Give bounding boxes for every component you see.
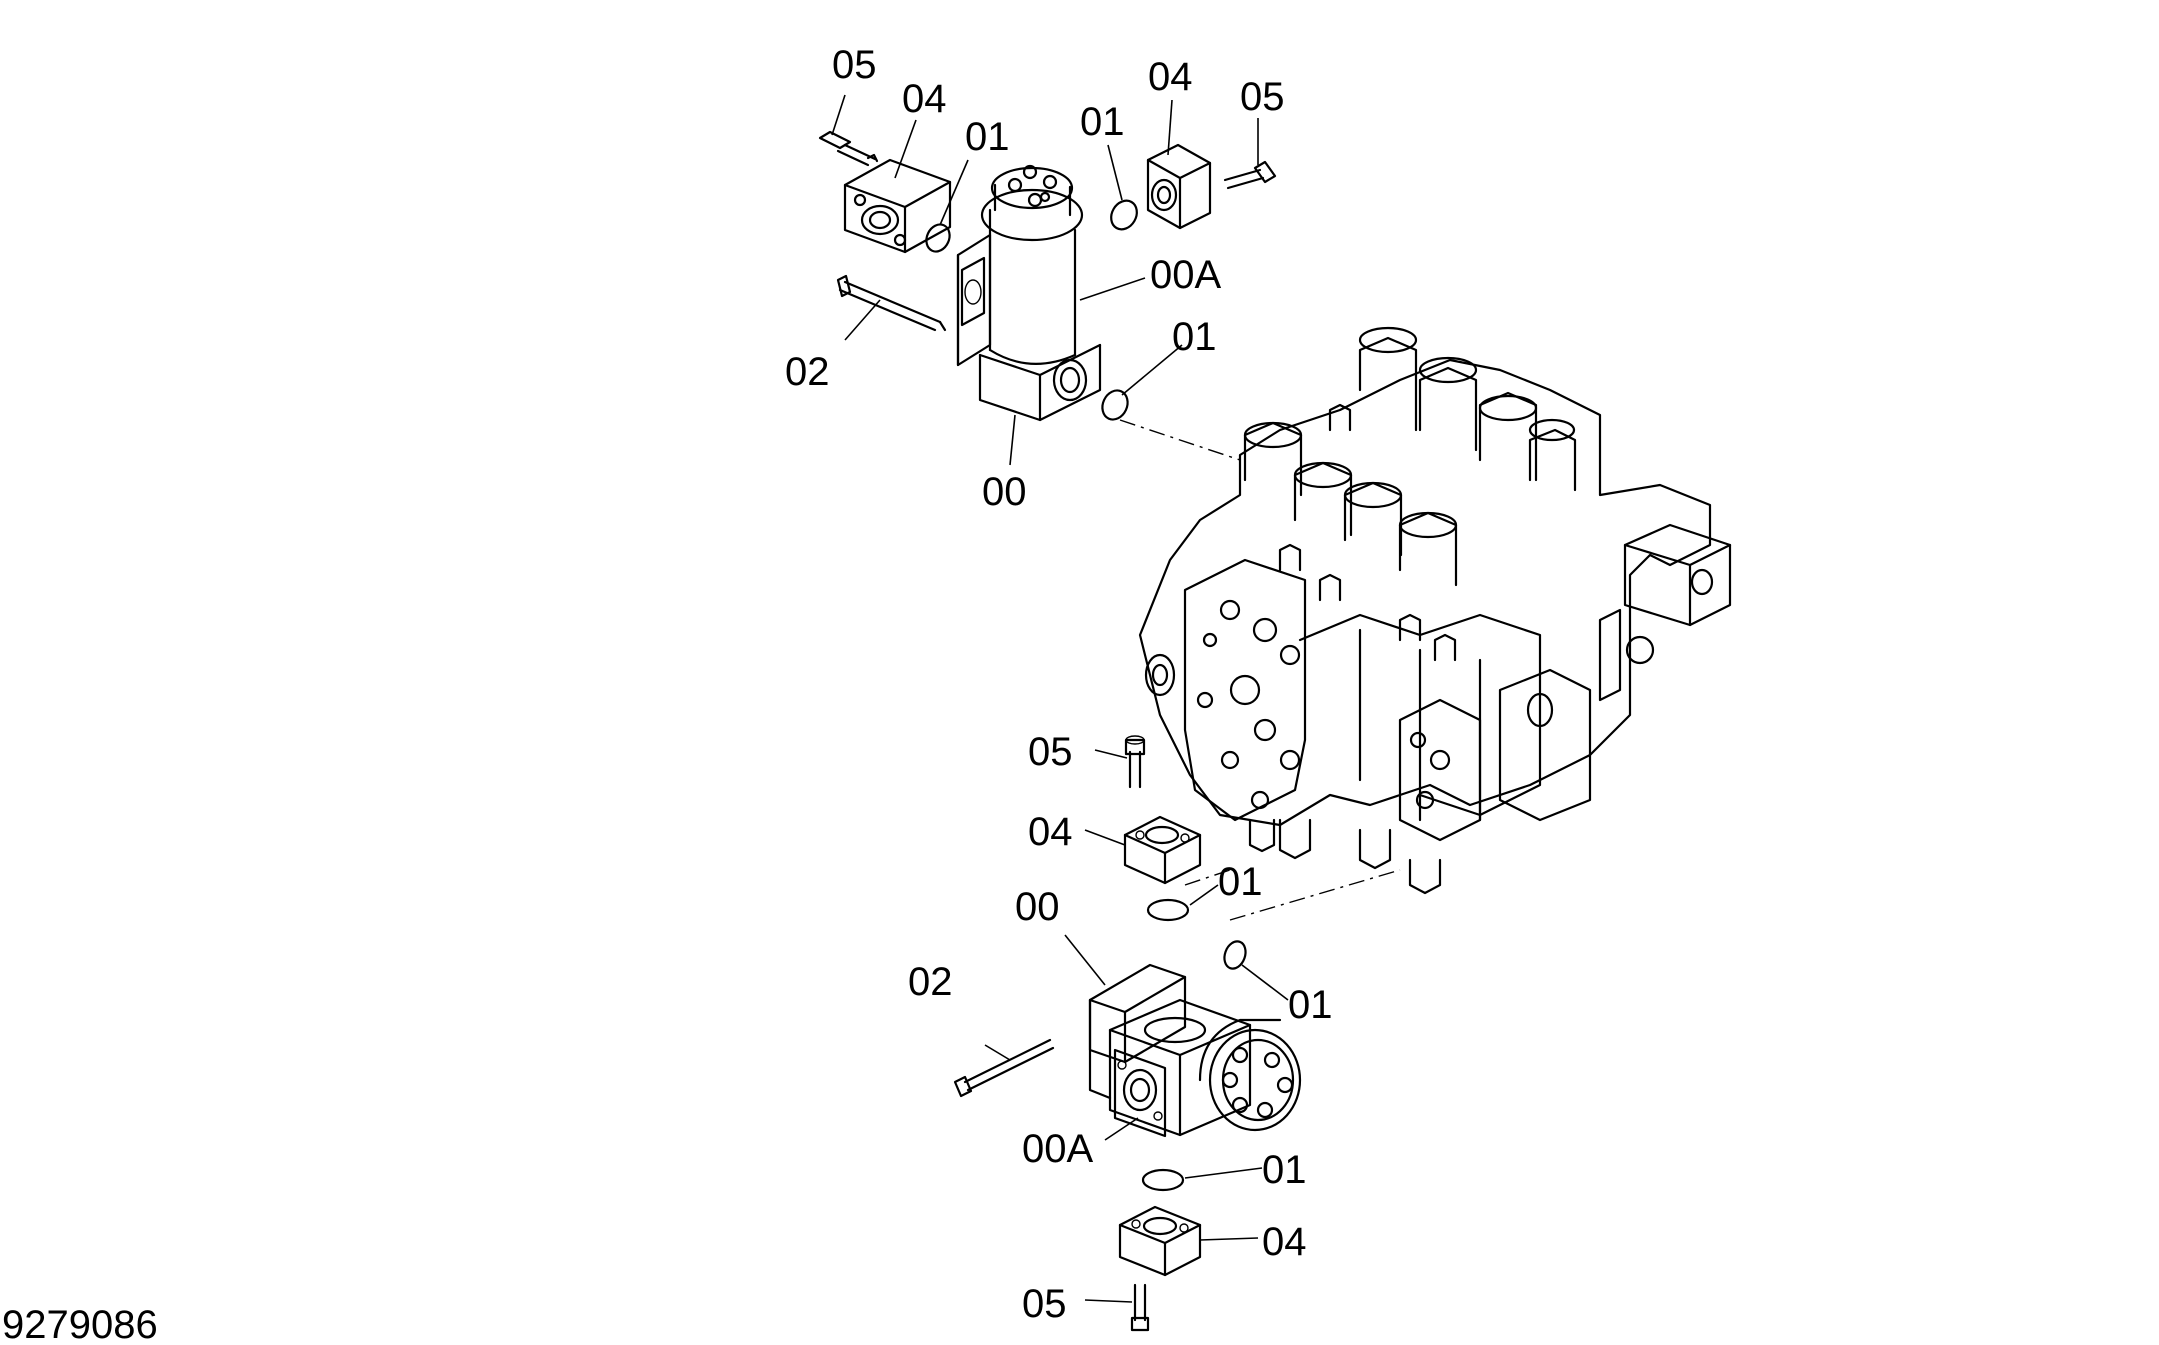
callout-bot-00a: 00A xyxy=(1022,1127,1093,1171)
bot-bolt-02 xyxy=(953,1038,1055,1098)
callout-bot-02: 02 xyxy=(908,960,953,1004)
top-oring-01-port xyxy=(1101,389,1129,421)
center-lines xyxy=(1119,419,1401,921)
callout-top-04-right: 04 xyxy=(1148,55,1193,99)
callout-bot-05: 05 xyxy=(1022,1282,1067,1326)
leader-lines xyxy=(831,94,1289,1303)
callout-top-00: 00 xyxy=(982,470,1027,514)
callout-top-04-left: 04 xyxy=(902,77,947,121)
callout-top-00a: 00A xyxy=(1150,253,1221,297)
mid-oring-01 xyxy=(1146,898,1190,922)
bot-oring-01-lower xyxy=(1141,1168,1185,1192)
top-flange-04-left xyxy=(843,158,952,254)
callout-top-01-mid: 01 xyxy=(1080,100,1125,144)
bot-bolt-05 xyxy=(1130,1283,1150,1332)
top-flange-04-right xyxy=(1146,143,1212,230)
callout-top-05-left: 05 xyxy=(832,43,877,87)
callout-bot-01-side: 01 xyxy=(1288,983,1333,1027)
top-bolt-05-left xyxy=(818,130,879,167)
callout-top-05-right: 05 xyxy=(1240,75,1285,119)
callout-top-01-port: 01 xyxy=(1172,315,1217,359)
callout-mid-01: 01 xyxy=(1218,860,1263,904)
bot-valve-00a xyxy=(1108,998,1302,1138)
callout-bot-04: 04 xyxy=(1262,1220,1307,1264)
top-valve-00a xyxy=(956,164,1084,367)
top-body-00 xyxy=(978,343,1102,422)
bot-flange-04 xyxy=(1118,1205,1202,1277)
bot-oring-01-side xyxy=(1223,940,1247,970)
main-control-valve xyxy=(1138,326,1732,895)
mid-bolt-05 xyxy=(1124,735,1146,789)
callout-labels: 05 04 01 01 04 05 00A 01 02 00 05 04 01 … xyxy=(785,43,1333,1326)
top-bolt-05-right xyxy=(1223,160,1277,190)
top-oring-01-left xyxy=(925,223,951,253)
mid-flange-04 xyxy=(1123,815,1202,885)
callout-bot-00: 00 xyxy=(1015,885,1060,929)
top-bolt-02 xyxy=(836,274,947,332)
callout-top-02: 02 xyxy=(785,350,830,394)
callout-top-01-left: 01 xyxy=(965,115,1010,159)
callout-bot-01-lower: 01 xyxy=(1262,1148,1307,1192)
document-number: 9279086 xyxy=(2,1303,158,1345)
top-oring-01-mid xyxy=(1110,199,1138,231)
callout-mid-04: 04 xyxy=(1028,810,1073,854)
callout-mid-05: 05 xyxy=(1028,730,1073,774)
